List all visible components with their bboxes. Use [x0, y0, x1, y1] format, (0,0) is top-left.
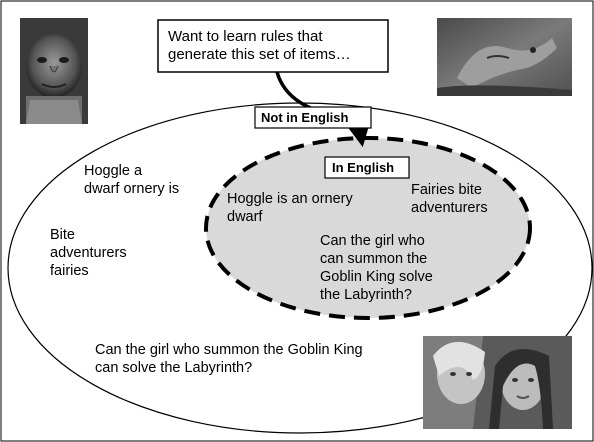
item-line: the Labyrinth? — [320, 287, 412, 303]
item-line: dwarf — [227, 209, 263, 225]
callout-line: generate this set of items… — [168, 46, 351, 63]
non-english-item: Hoggle a dwarf ornery is — [84, 162, 179, 198]
labyrinth-photo — [423, 336, 572, 429]
item-line: can solve the Labyrinth? — [95, 360, 253, 376]
item-line: adventurers — [50, 245, 127, 261]
not-english-label-box — [254, 106, 372, 129]
item-line: Fairies bite — [411, 182, 482, 198]
item-line: Bite — [50, 227, 75, 243]
callout-box — [157, 19, 389, 73]
item-line: Hoggle is an ornery — [227, 191, 353, 207]
callout-line: Want to learn rules that — [168, 28, 323, 45]
item-line: can summon the — [320, 251, 428, 267]
non-english-item: Bite adventurers fairies — [50, 226, 127, 280]
not-english-label: Not in English — [261, 110, 349, 125]
english-label: In English — [332, 160, 395, 175]
non-english-item: Can the girl who summon the Goblin King … — [95, 341, 363, 377]
item-line: Goblin King solve — [320, 269, 433, 285]
english-item: Hoggle is an ornery dwarf — [227, 190, 353, 226]
item-line: Can the girl who — [320, 233, 425, 249]
item-line: Can the girl who summon the Goblin King — [95, 342, 363, 358]
item-line: Hoggle a — [84, 163, 143, 179]
hoggle-photo — [20, 18, 88, 124]
creature-photo — [437, 18, 572, 96]
english-item: Can the girl who can summon the Goblin K… — [320, 232, 433, 304]
item-line: adventurers — [411, 200, 488, 216]
item-line: dwarf ornery is — [84, 181, 180, 197]
callout-text: Want to learn rules that generate this s… — [168, 28, 351, 64]
item-line: fairies — [50, 263, 89, 279]
english-label-box — [324, 156, 410, 179]
english-item: Fairies bite adventurers — [411, 181, 488, 217]
